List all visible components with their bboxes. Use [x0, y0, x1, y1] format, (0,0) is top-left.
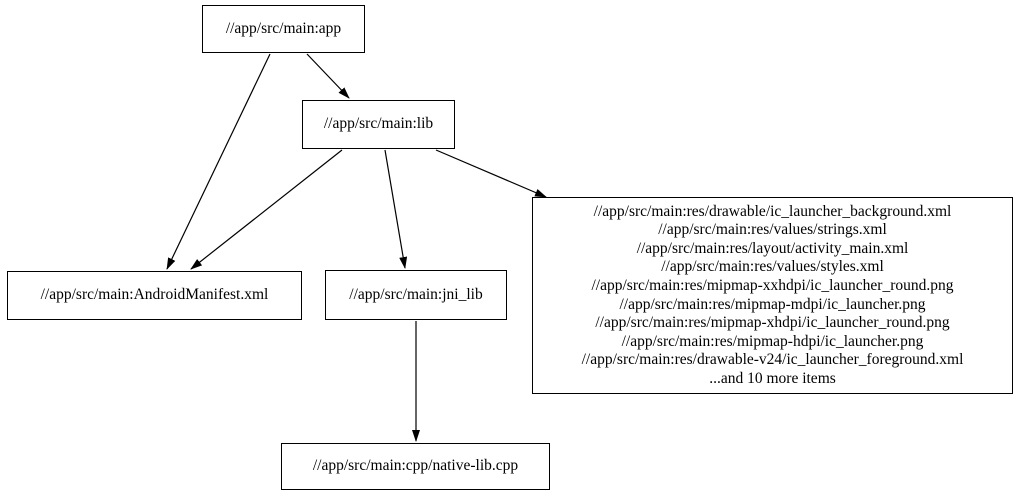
res-group-line: //app/src/main:res/mipmap-xhdpi/ic_launc… [595, 314, 950, 332]
res-group-line: //app/src/main:res/mipmap-hdpi/ic_launch… [621, 332, 924, 350]
node-androidmanifest: //app/src/main:AndroidManifest.xml [7, 271, 302, 320]
res-group-line: //app/src/main:res/drawable/ic_launcher_… [593, 202, 952, 220]
edge-lib-to-resgroup [435, 149, 547, 198]
res-group-more-items: ...and 10 more items [709, 369, 836, 387]
node-lib: //app/src/main:lib [302, 100, 455, 149]
node-native-lib-cpp: //app/src/main:cpp/native-lib.cpp [281, 443, 550, 490]
res-group-line: //app/src/main:res/mipmap-xxhdpi/ic_laun… [591, 276, 954, 294]
res-group-line: //app/src/main:res/values/styles.xml [661, 258, 884, 276]
edge-app-to-lib [306, 53, 350, 99]
edge-lib-to-jnilib [384, 149, 408, 269]
node-res-group: //app/src/main:res/drawable/ic_launcher_… [532, 197, 1013, 394]
res-group-line: //app/src/main:res/mipmap-mdpi/ic_launch… [619, 295, 926, 313]
node-app: //app/src/main:app [202, 5, 365, 53]
edge-lib-to-androidmanifest [190, 149, 343, 270]
edge-app-to-androidmanifest [166, 53, 271, 270]
node-jni-lib: //app/src/main:jni_lib [325, 270, 507, 320]
res-group-line: //app/src/main:res/drawable-v24/ic_launc… [581, 351, 964, 369]
res-group-line: //app/src/main:res/values/strings.xml [658, 221, 887, 239]
res-group-line: //app/src/main:res/layout/activity_main.… [636, 239, 909, 257]
